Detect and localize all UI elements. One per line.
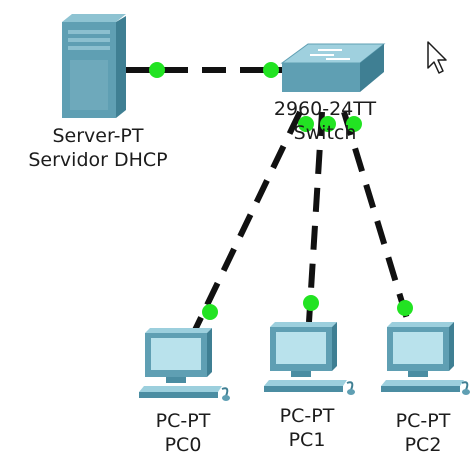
pc0-model-label: PC-PT: [155, 410, 211, 432]
pc2-label: PC-PT PC2: [380, 409, 466, 457]
server-drive-bay: [68, 38, 110, 42]
link-status-dot: [320, 116, 336, 132]
switch-side-face: [360, 44, 384, 92]
pc1-model-label: PC-PT: [279, 405, 335, 427]
link-status-dot: [397, 300, 413, 316]
pc2-mouse-cable: [461, 381, 469, 391]
pc2-model-label: PC-PT: [395, 410, 451, 432]
pc0-mouse-cable: [221, 387, 229, 397]
pc2-stand: [408, 371, 428, 377]
pc0-name-label: PC0: [164, 434, 202, 456]
link-status-dot: [149, 62, 165, 78]
pc2-mouse: [462, 389, 470, 395]
pc1-monitor-top: [270, 322, 337, 327]
switch-label: 2960-24TT Switch: [262, 97, 388, 145]
pc0-device[interactable]: [139, 328, 230, 401]
link-status-dot: [346, 116, 362, 132]
pc1-monitor-side: [332, 322, 337, 371]
server-model-label: Server-PT: [52, 125, 144, 147]
pc0-keyboard: [139, 386, 222, 392]
pc1-name-label: PC1: [288, 429, 326, 451]
link-switch-pc1[interactable]: [306, 111, 325, 323]
pc0-monitor-top: [145, 328, 212, 333]
server-device[interactable]: [62, 14, 126, 118]
server-panel: [70, 60, 108, 110]
pc0-keyboard-front: [139, 392, 218, 398]
pc2-name-label: PC2: [404, 434, 442, 456]
pc1-keyboard: [264, 380, 347, 386]
pc1-stand: [291, 371, 311, 377]
server-name-label: Servidor DHCP: [28, 149, 168, 171]
pc2-keyboard: [381, 380, 464, 386]
pc0-label: PC-PT PC0: [140, 409, 226, 457]
server-side-face: [116, 16, 126, 118]
server-top-face: [62, 14, 126, 22]
switch-arrows-icon: [310, 49, 350, 60]
pc2-device[interactable]: [381, 322, 470, 395]
pc1-device[interactable]: [264, 322, 355, 395]
server-label: Server-PT Servidor DHCP: [0, 124, 196, 172]
pc2-screen: [393, 332, 443, 364]
link-status-dot: [303, 295, 319, 311]
switch-device[interactable]: [280, 43, 386, 92]
server-drive-bay: [68, 46, 110, 50]
pc2-keyboard-front: [381, 386, 460, 392]
pc2-monitor-top: [387, 322, 454, 327]
pc1-screen: [276, 332, 326, 364]
link-status-dot: [298, 116, 314, 132]
link-status-layer: [149, 62, 413, 320]
cursor-arrow-icon: [427, 41, 447, 74]
link-switch-pc0[interactable]: [192, 110, 303, 332]
pc0-monitor-side: [207, 328, 212, 377]
pc1-mouse: [347, 389, 355, 395]
pc1-mouse-cable: [346, 381, 354, 391]
link-status-dot: [263, 62, 279, 78]
server-drive-bay: [68, 30, 110, 34]
switch-name-label: Switch: [293, 122, 357, 144]
pc0-mouse: [222, 395, 230, 401]
pc1-keyboard-front: [264, 386, 343, 392]
switch-front-face: [282, 63, 360, 92]
pc1-label: PC-PT PC1: [264, 404, 350, 452]
links-layer: [126, 67, 411, 332]
link-status-dot: [202, 304, 218, 320]
switch-model-label: 2960-24TT: [273, 98, 377, 120]
pc0-screen: [151, 338, 201, 370]
pc2-monitor-side: [449, 322, 454, 371]
pc0-stand: [166, 377, 186, 383]
